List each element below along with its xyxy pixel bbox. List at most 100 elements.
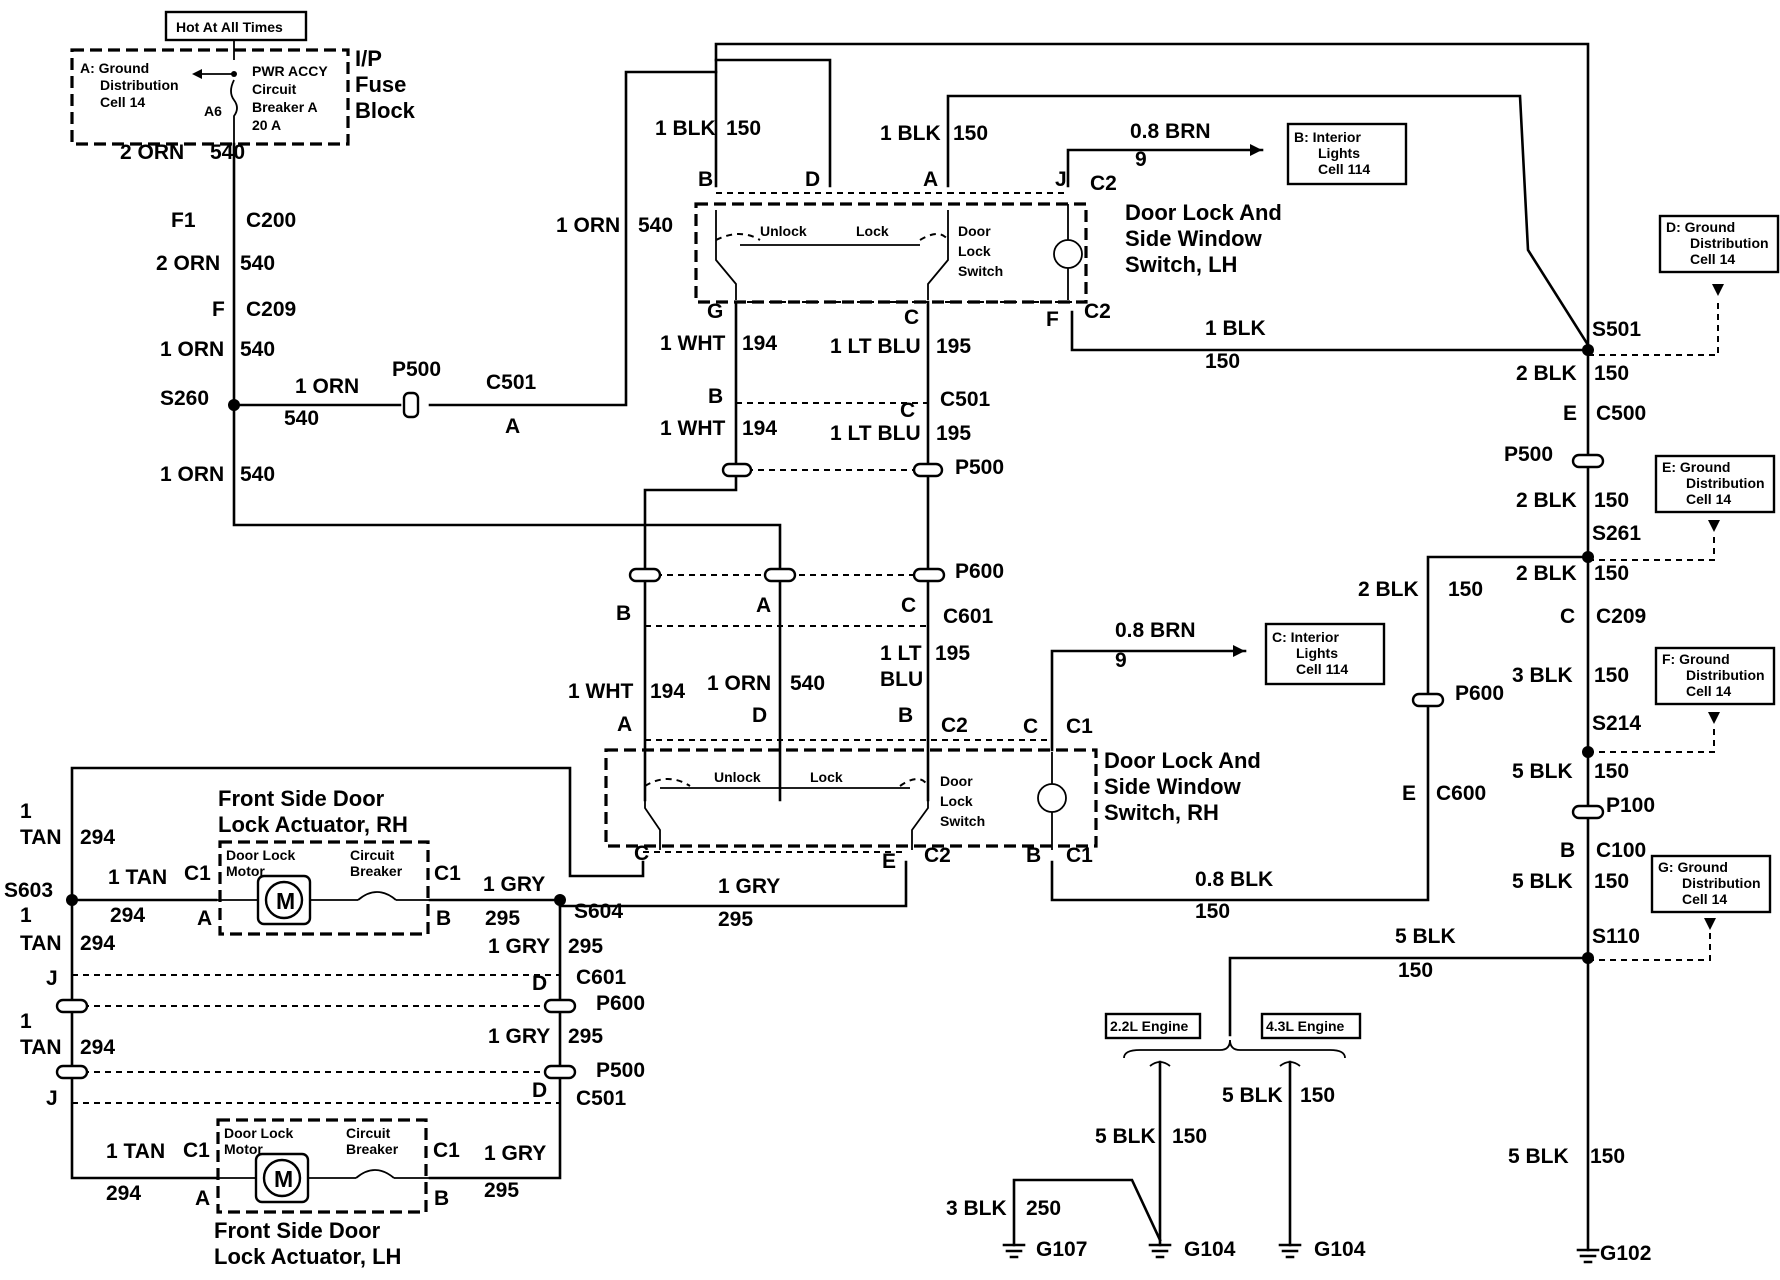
ref-box-e-line-1: E: Ground	[1662, 459, 1730, 475]
ref-box-c: C: Interior Lights Cell 114	[1264, 622, 1386, 686]
wire-label-lbl-137: P500	[596, 1059, 645, 1082]
wire-label-lbl-126: 5 BLK	[1395, 925, 1456, 948]
splice-s260	[228, 399, 240, 411]
wire-label-lbl-93: P100	[1606, 794, 1655, 817]
p600-pill-gry	[543, 998, 577, 1014]
wire-label-lbl-50: P500	[955, 456, 1004, 479]
wire-label-lbl-71: 9	[1115, 649, 1127, 672]
wire-label-lbl-05: 2 ORN	[156, 252, 220, 275]
wire-label-lbl-95: TAN	[20, 826, 62, 849]
p100-pill-blk	[1571, 804, 1605, 820]
switch-lh-contact-1	[715, 210, 737, 300]
switch-lh-contact-2	[927, 210, 949, 300]
wire-label-lbl-44: C	[900, 399, 915, 422]
p500-pill-orn	[402, 391, 420, 419]
actuator-lh-breaker-2: Breaker	[346, 1141, 399, 1157]
wire-label-lbl-78: 194	[650, 680, 685, 703]
wire-label-lbl-116: 1 GRY	[718, 875, 780, 898]
switch-rh-arc-2	[899, 778, 929, 787]
switch-rh-arc-1	[644, 778, 691, 787]
engine-22-label: 2.2L Engine	[1110, 1018, 1189, 1034]
inline-connectors	[55, 391, 1605, 1080]
wires	[70, 42, 1590, 1252]
splice-s110	[1582, 952, 1594, 964]
switch-lh-dls-3: Switch	[958, 263, 1003, 279]
wire-label-lbl-96: 294	[80, 826, 115, 849]
ref-box-b-line-1: B: Interior	[1294, 129, 1361, 145]
ref-box-b-frame	[1286, 122, 1408, 186]
p500-pill-ltblu	[912, 462, 944, 478]
arrow-to-c-ref	[1233, 645, 1245, 657]
wire-label-lbl-124: 1 GRY	[488, 935, 550, 958]
splice-s604	[554, 894, 566, 906]
wire-label-lbl-125: 295	[568, 935, 603, 958]
wire-label-lbl-84: B	[898, 704, 913, 727]
wire-label-lbl-86: C	[1023, 715, 1038, 738]
p500-pill-tan	[55, 1064, 89, 1080]
wire-label-lbl-151: C1	[433, 1139, 460, 1162]
ground-g104-a	[1148, 1243, 1172, 1259]
wire-label-lbl-146: 150	[1590, 1145, 1625, 1168]
actuator-lh-outline	[216, 1118, 428, 1214]
wire-label-lbl-30: J	[1055, 168, 1067, 191]
wire-brn-9-lh	[1066, 148, 1264, 188]
switch-rh-lamp	[1037, 783, 1067, 813]
switch-lh-outline	[694, 202, 1088, 304]
wire-label-lbl-15: C501	[486, 371, 537, 394]
wire-label-lbl-108: C1	[184, 862, 211, 885]
ref-box-d-arrow	[1712, 284, 1724, 296]
splice-s261	[1582, 551, 1594, 563]
wire-label-lbl-61: 150	[1448, 578, 1483, 601]
wire-label-lbl-81: P600	[1455, 682, 1504, 705]
wire-label-lbl-27: A	[923, 168, 938, 191]
ref-box-f-arrow	[1708, 712, 1720, 724]
wire-label-lbl-147: 1 TAN	[106, 1140, 165, 1163]
actuator-rh-breaker-2: Breaker	[350, 863, 403, 879]
wire-label-lbl-104: 5 BLK	[1512, 870, 1573, 893]
ground-g102-symbol	[1576, 1248, 1600, 1264]
wire-label-lbl-39: 195	[936, 335, 971, 358]
wire-label-lbl-157: G107	[1036, 1238, 1087, 1261]
wire-label-lbl-21: 1 BLK	[655, 117, 716, 140]
wire-label-lbl-142: 150	[1300, 1084, 1335, 1107]
ground-g107	[1002, 1243, 1026, 1259]
wire-label-lbl-100: B	[1026, 844, 1041, 867]
wire-label-lbl-97: C	[634, 842, 649, 865]
wire-label-lbl-114: 295	[485, 907, 520, 930]
wire-label-lbl-32: G	[707, 300, 723, 323]
wire-label-lbl-16: A	[505, 415, 520, 438]
breaker-line-1: PWR ACCY	[252, 63, 328, 79]
switch-lh-title-3: Switch, LH	[1125, 252, 1237, 277]
ref-box-d-line-1: D: Ground	[1666, 219, 1735, 235]
wire-brn-9-rh	[1050, 649, 1247, 752]
wire-blk-150-rh-ground	[1050, 555, 1590, 902]
actuator-rh-title-1: Front Side Door	[218, 786, 385, 811]
breaker-line-2: Circuit	[252, 81, 297, 97]
ground-g102	[1576, 1248, 1600, 1264]
fuse-node	[231, 71, 237, 77]
ref-box-f-line-2: Distribution	[1686, 667, 1765, 683]
switch-rh-contact-2	[911, 752, 929, 850]
wire-tan-294-rh	[70, 766, 645, 902]
wire-label-lbl-145: 5 BLK	[1508, 1145, 1569, 1168]
p600-pill-wht	[628, 567, 662, 583]
wire-label-lbl-38: 1 LT BLU	[830, 335, 921, 358]
wire-label-lbl-144: 150	[1172, 1125, 1207, 1148]
wire-label-lbl-133: TAN	[20, 1036, 62, 1059]
wire-label-lbl-156: 250	[1026, 1197, 1061, 1220]
reference-boxes: B: Interior Lights Cell 114 C: Interior …	[1264, 122, 1780, 930]
wire-label-lbl-103: C100	[1596, 839, 1646, 862]
wire-label-lbl-132: 1	[20, 1010, 32, 1033]
switch-lh-arc-1	[715, 233, 761, 241]
wire-gry-295-rh-switch	[558, 860, 908, 908]
actuator-lh-title-1: Front Side Door	[214, 1218, 381, 1243]
wire-label-lbl-19: 1 ORN	[556, 214, 620, 237]
wire-label-lbl-99: C2	[924, 844, 951, 867]
wire-label-lbl-92: C600	[1436, 782, 1486, 805]
wire-label-lbl-149: 294	[106, 1182, 141, 1205]
circuit-breaker-symbol	[230, 40, 238, 150]
wire-label-lbl-26: 150	[953, 122, 988, 145]
ground-ref-line-3: Cell 14	[100, 94, 145, 110]
ground-ref-arrowhead	[192, 69, 202, 79]
switch-lh-dls-1: Door	[958, 223, 991, 239]
